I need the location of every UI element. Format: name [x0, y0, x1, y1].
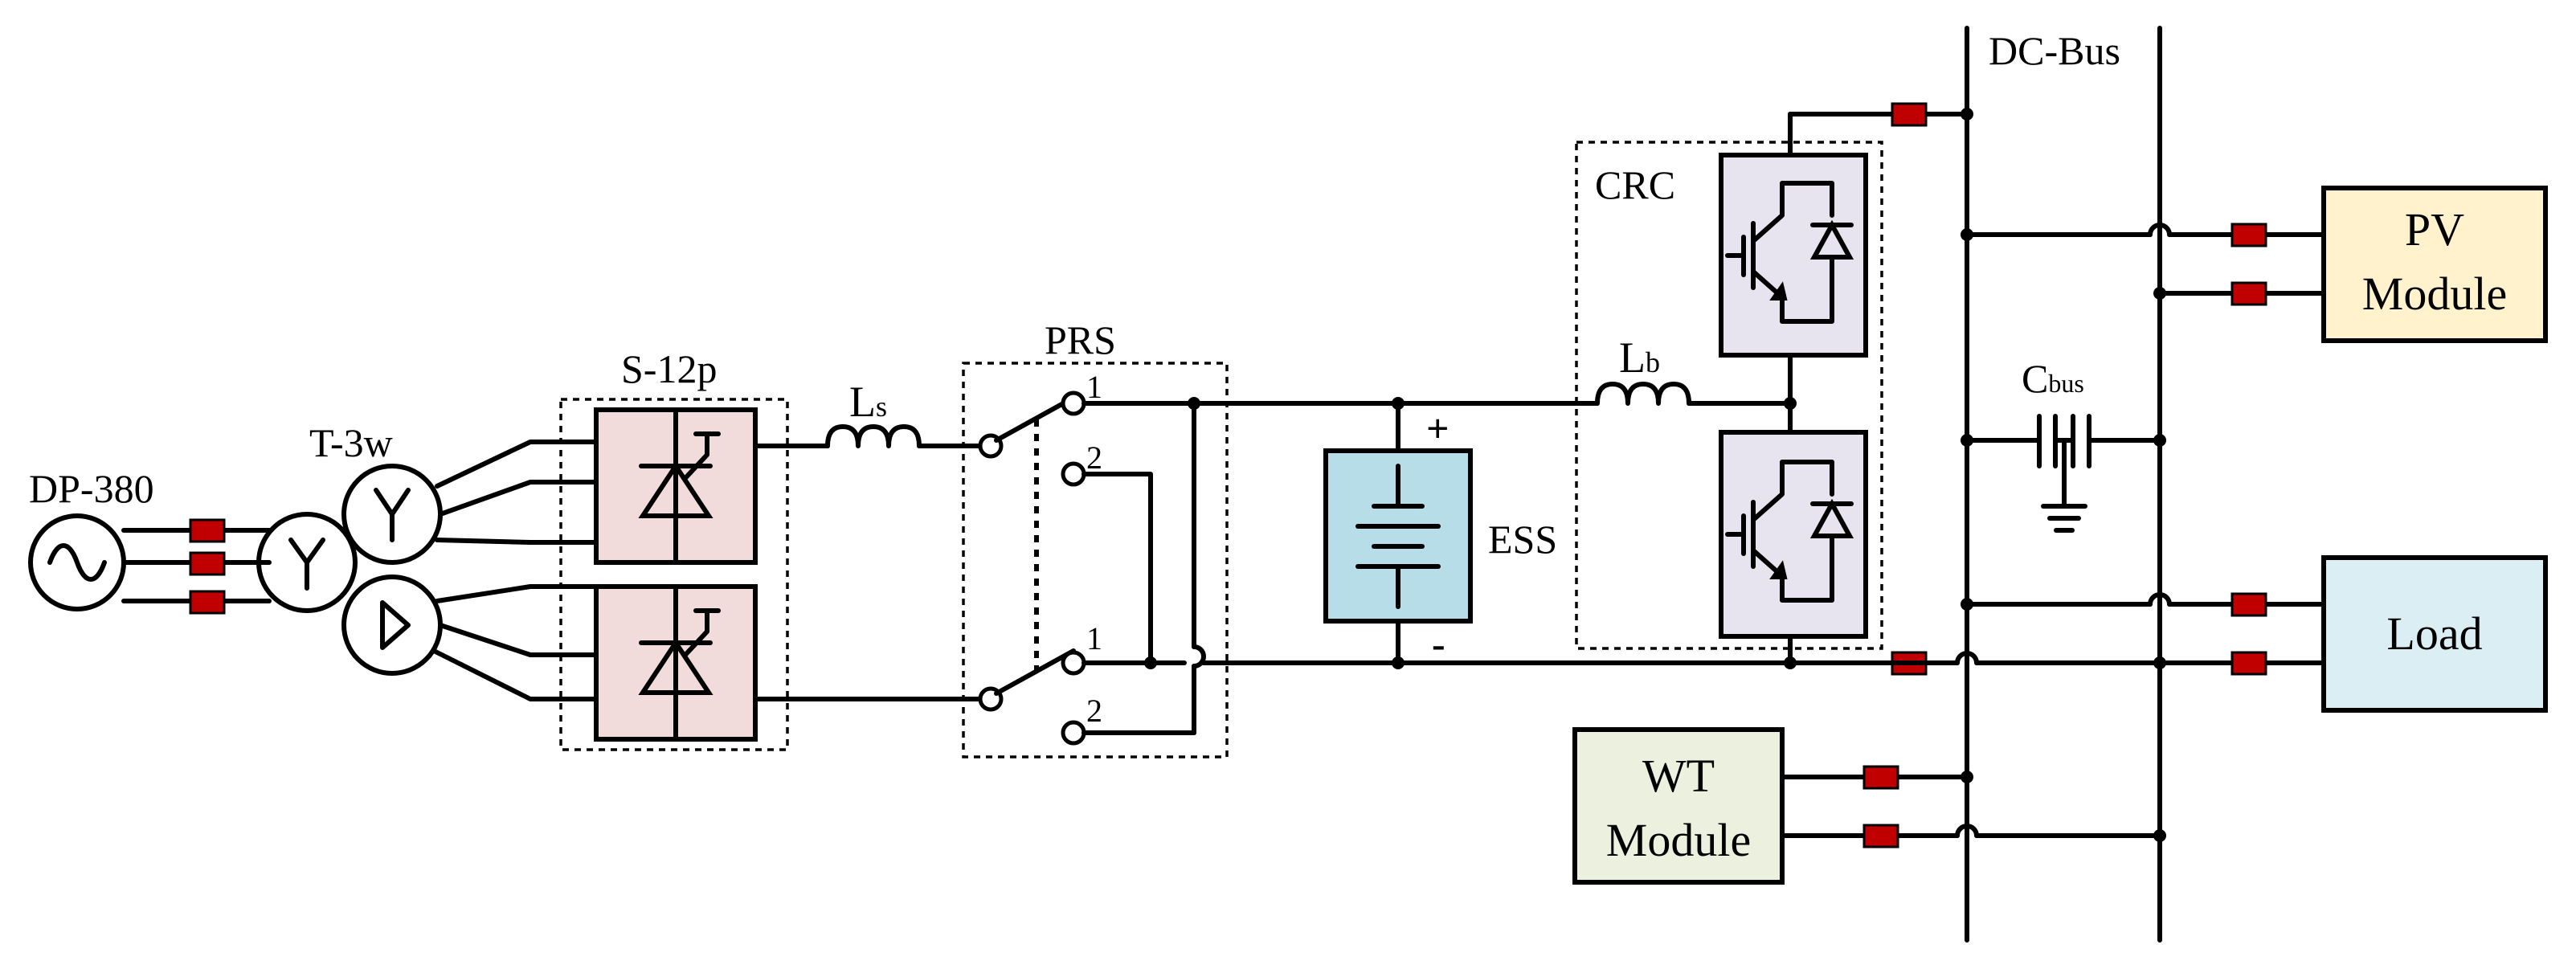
transformer-outputs [431, 440, 599, 701]
fuse-3 [189, 590, 226, 615]
prs-label: PRS [1045, 317, 1116, 362]
prs-top-2: 2 [1086, 440, 1102, 476]
ess-label: ESS [1488, 517, 1557, 562]
fuse-pv-2 [2230, 281, 2267, 306]
pv-branch: PV Module [1961, 186, 2548, 343]
ess-battery: + - ESS [1323, 401, 1557, 666]
fuse-2 [189, 551, 226, 576]
pv-label-1: PV [2405, 203, 2464, 256]
wt-branch: WT Module [1572, 727, 2166, 885]
igbt-upper-icon [1725, 181, 1854, 324]
rectifier-s12p: S-12p [559, 346, 789, 751]
svg-text:Ls: Ls [849, 378, 887, 426]
crc-converter: CRC Lb [1575, 102, 1973, 676]
svg-text:Lb: Lb [1619, 333, 1660, 382]
fuse-wt-2 [1862, 824, 1899, 848]
inductor-ls-sub: s [876, 390, 887, 423]
three-winding-transformer: T-3w [256, 420, 443, 676]
wt-label-1: WT [1642, 750, 1715, 802]
svg-text:Cbus: Cbus [2022, 356, 2084, 401]
fuse-1 [189, 518, 226, 543]
dc-bus: DC-Bus [1965, 26, 2162, 943]
inductor-lb-label: L [1619, 333, 1646, 382]
inductor-ls: Ls [753, 378, 987, 448]
prs-switch: PRS 1 2 1 2 [962, 317, 1229, 759]
ess-plus: + [1426, 406, 1450, 451]
thyristor-lower-icon [638, 584, 721, 742]
prs-bot-1: 1 [1086, 620, 1102, 656]
load-branch: Load [1961, 555, 2548, 713]
load-box [2321, 555, 2548, 713]
igbt-lower-icon [1725, 460, 1854, 603]
pv-label-2: Module [2362, 268, 2507, 320]
transformer-label: T-3w [309, 420, 393, 465]
inductor-ls-label: L [849, 378, 876, 426]
fuse-pv-1 [2230, 223, 2267, 247]
wt-label-2: Module [1606, 814, 1751, 866]
cap-label: C [2022, 356, 2048, 401]
rectifier-label: S-12p [621, 346, 717, 391]
bus-capacitor: Cbus [1961, 356, 2166, 533]
load-label: Load [2386, 607, 2482, 660]
inductor-lb-sub: b [1646, 346, 1660, 378]
dc-bus-label: DC-Bus [1989, 28, 2120, 73]
fuse-load-2 [2230, 651, 2267, 676]
fuse-load-1 [2230, 592, 2267, 617]
ess-minus: - [1432, 621, 1445, 666]
pv-module-box [2321, 186, 2548, 343]
wt-module-box [1572, 727, 1785, 885]
source-lines [121, 518, 272, 615]
prs-bot-2: 2 [1086, 693, 1102, 729]
thyristor-upper-icon [638, 407, 721, 565]
cap-sub: bus [2048, 369, 2083, 398]
crc-bottom-crossing [1892, 651, 2166, 669]
battery-icon [1355, 464, 1441, 609]
prs-top-1: 1 [1086, 369, 1102, 405]
ac-source: DP-380 [28, 466, 154, 611]
fuse-crc-top [1891, 102, 1928, 127]
source-label: DP-380 [29, 466, 154, 511]
fuse-wt-1 [1862, 765, 1899, 790]
crc-label: CRC [1595, 162, 1675, 207]
